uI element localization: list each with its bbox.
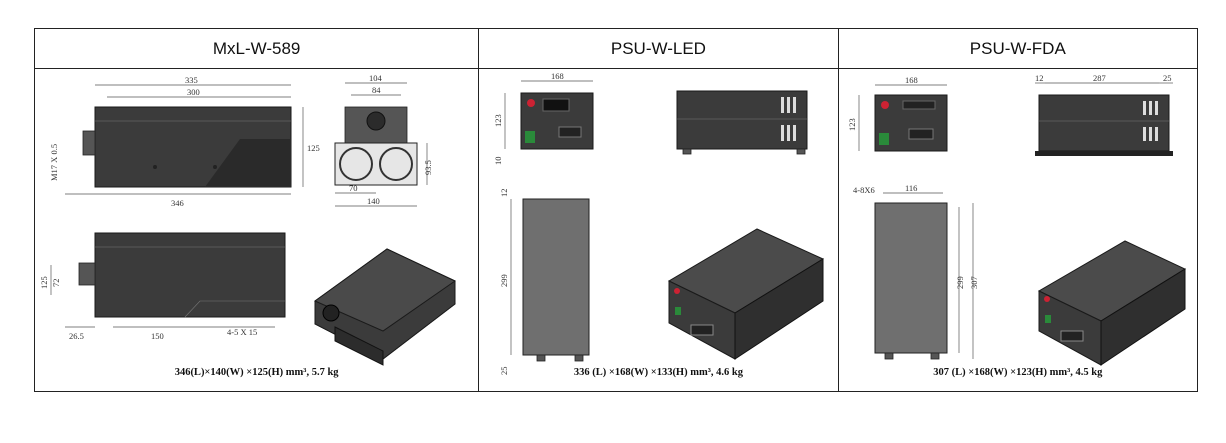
psu-fda-side-view: 12 287 25 [1034, 73, 1173, 156]
dim-fan-w1: 104 [369, 73, 383, 83]
psu-fda-drawings: 168 123 12 287 [847, 73, 1186, 366]
column-body: 168 123 10 [479, 69, 837, 391]
laser-bottom-view: 125 72 26.5 150 4-5 X 15 [39, 232, 286, 341]
dim-fan-w2: 84 [372, 85, 381, 95]
dim-front-w: 168 [551, 71, 564, 81]
dim-fan-b2: 140 [367, 196, 380, 206]
dim-top-len2: 307 [969, 276, 979, 289]
column-header: PSU-W-FDA [838, 29, 1197, 69]
psu-fda-top-view: 4-8X6 116 299 307 [853, 183, 979, 360]
dim-side-h: 125 [307, 143, 320, 153]
dim-top-gap: 12 [499, 189, 509, 198]
column-header: PSU-W-LED [479, 29, 838, 69]
dim-bot-a: 26.5 [69, 331, 84, 341]
column-body: 335 300 125 346 M17 X 0.5 [35, 69, 478, 391]
dim-bot-gap: 25 [499, 367, 509, 376]
column-psu-w-led: PSU-W-LED 168 123 10 [478, 29, 838, 391]
dim-fan-h: 93.5 [423, 160, 433, 175]
psu-led-drawings: 168 123 10 [493, 71, 825, 376]
column-body: 168 123 12 287 [839, 69, 1197, 391]
dim-bot-h2: 72 [51, 279, 61, 288]
dim-top-len: 299 [499, 274, 509, 287]
dim-top2: 300 [187, 87, 200, 97]
dim-front-foot: 10 [493, 157, 503, 166]
dim-top1: 335 [185, 75, 198, 85]
caption: 346(L)×140(W) ×125(H) mm³, 5.7 kg [174, 367, 339, 378]
dim-holes: 4-8X6 [853, 185, 875, 195]
column-header: MxL-W-589 [35, 29, 479, 69]
dim-bot-holes: 4-5 X 15 [227, 327, 257, 337]
caption: 307 (L) ×168(W) ×123(H) mm³, 4.5 kg [933, 367, 1103, 378]
dim-thread: M17 X 0.5 [49, 144, 59, 181]
dim-bot-h1: 125 [39, 276, 49, 289]
dim-total: 346 [171, 198, 184, 208]
column-mxl-w-589: MxL-W-589 335 300 125 346 [35, 29, 479, 391]
psu-fda-front-view: 168 123 [847, 75, 948, 152]
dim-top-len1: 299 [955, 276, 965, 289]
spec-table: MxL-W-589 335 300 125 346 [34, 28, 1198, 392]
dim-front-h: 123 [493, 114, 503, 127]
psu-led-isometric-view [668, 228, 825, 360]
dim-top-w: 116 [905, 183, 917, 193]
dim-side-a: 12 [1035, 73, 1044, 83]
psu-led-front-view: 168 123 10 [493, 71, 594, 166]
laser-fan-view: 104 84 93.5 70 140 [334, 73, 433, 207]
laser-side-view: 335 300 125 346 M17 X 0.5 [49, 75, 320, 208]
dim-side-b: 287 [1093, 73, 1106, 83]
psu-led-top-view: 12 299 25 [499, 189, 590, 376]
laser-isometric-view [314, 248, 456, 366]
dim-side-c: 25 [1163, 73, 1172, 83]
dim-front-h: 123 [847, 118, 857, 131]
psu-led-side-view [676, 90, 808, 155]
dim-bot-b: 150 [151, 331, 164, 341]
mxl-drawings: 335 300 125 346 M17 X 0.5 [39, 73, 456, 366]
dim-fan-b1: 70 [349, 183, 358, 193]
dim-front-w: 168 [905, 75, 918, 85]
psu-fda-isometric-view [1037, 240, 1186, 366]
caption: 336 (L) ×168(W) ×133(H) mm³, 4.6 kg [573, 367, 743, 378]
column-psu-w-fda: PSU-W-FDA 168 123 [837, 29, 1197, 391]
